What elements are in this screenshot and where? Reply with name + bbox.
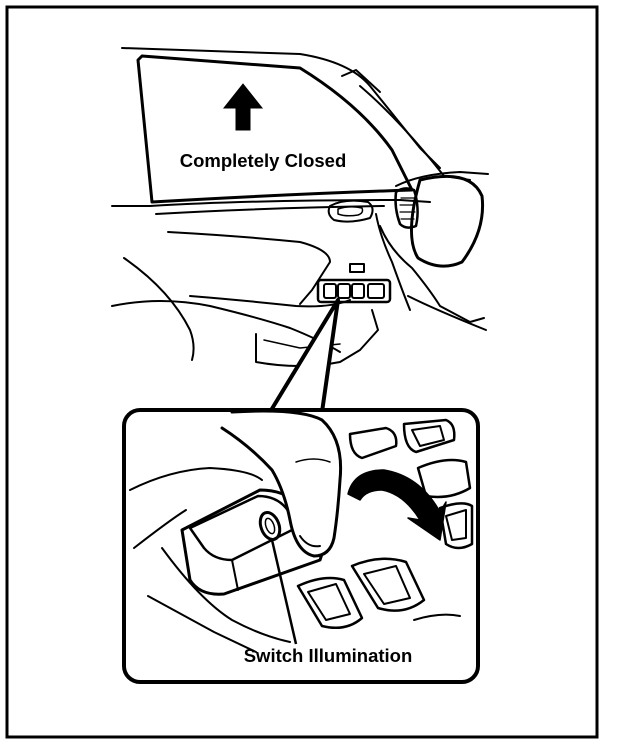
switch-recess	[348, 426, 398, 460]
switch-recess	[445, 509, 467, 541]
finger-crease	[295, 458, 331, 463]
switch-1	[323, 283, 337, 299]
arrow-up-icon	[222, 83, 264, 131]
switch-recess	[438, 502, 474, 550]
fingernail	[299, 535, 321, 548]
switch-illumination-label: Switch Illumination	[244, 645, 413, 666]
dashboard-curve	[395, 171, 489, 187]
illumination-lamp	[258, 510, 282, 542]
switch-recess	[307, 583, 351, 621]
switch-recess	[296, 576, 364, 629]
switch-recess	[413, 613, 461, 621]
roof-line-inner	[341, 69, 381, 93]
door-handle-inner	[337, 205, 364, 217]
switch-2	[337, 283, 351, 299]
switch-4	[367, 283, 385, 299]
door-belt-line	[111, 199, 431, 207]
detail-illustration	[129, 409, 474, 653]
panel-contour	[129, 467, 263, 491]
dash-lower	[407, 295, 487, 331]
door-armrest	[375, 213, 411, 311]
steering-wheel	[410, 174, 485, 268]
door-handle	[327, 199, 374, 223]
panel-contour	[147, 595, 257, 653]
panel-contour	[133, 509, 187, 549]
switch-side	[231, 559, 239, 591]
door-illustration	[111, 47, 489, 367]
steering-column	[379, 225, 485, 323]
switch-recess	[416, 458, 472, 499]
seat-back	[123, 257, 195, 361]
a-pillar	[359, 85, 471, 181]
switch-recess	[402, 418, 456, 454]
door-panel-contour	[167, 231, 331, 305]
completely-closed-label: Completely Closed	[180, 150, 347, 171]
illumination-lamp-inner	[264, 517, 276, 535]
switch-recess	[350, 557, 426, 612]
switch-3	[351, 283, 365, 299]
switch-recess	[411, 425, 445, 447]
window-switch-panel	[316, 278, 392, 304]
switch-recess	[363, 565, 411, 605]
small-switch	[349, 263, 365, 273]
curved-arrow-icon	[347, 469, 447, 541]
leader-line	[270, 539, 298, 645]
panel-contour	[161, 547, 291, 643]
roof-line	[121, 47, 441, 169]
air-vent	[394, 187, 419, 229]
callout-pointer	[268, 298, 340, 414]
finger	[220, 409, 343, 558]
